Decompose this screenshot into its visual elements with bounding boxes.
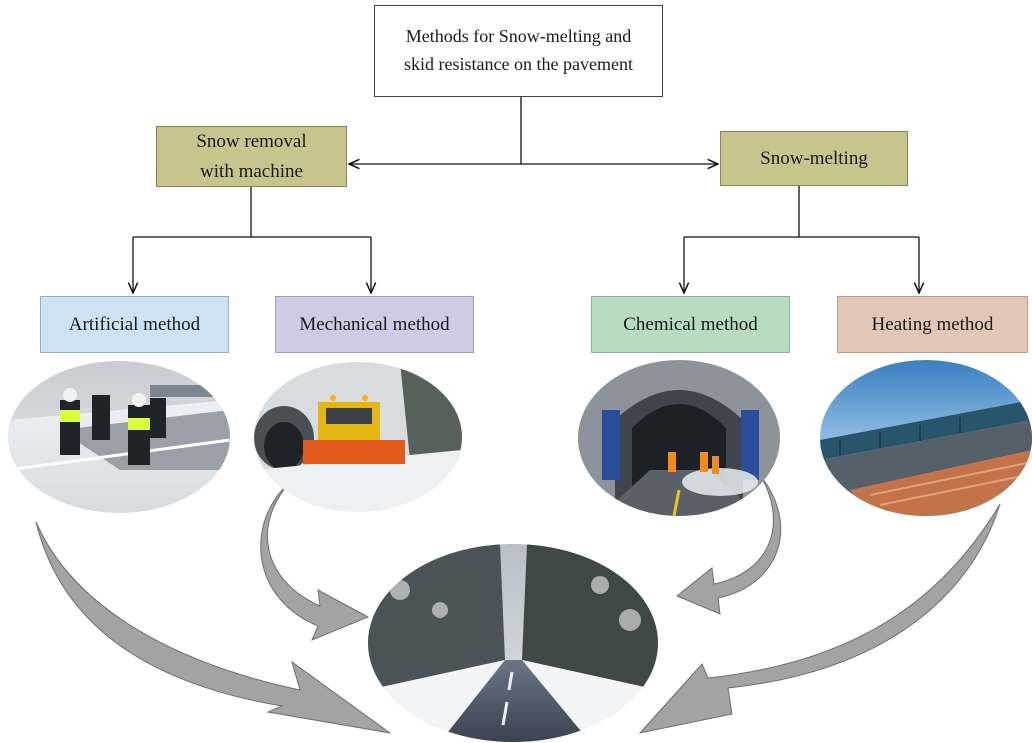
artificial-method-box: Artificial method [40,296,229,353]
photo-heating-method [820,360,1032,516]
snow-melting-label: Snow-melting [760,147,868,169]
mechanical-method-label: Mechanical method [299,313,450,335]
photo-artificial-method [8,361,230,513]
heating-method-box: Heating method [837,296,1028,353]
photo-mechanical-method [254,362,462,512]
artificial-method-label: Artificial method [68,313,201,335]
curved-arrows [35,474,1001,734]
root-title-line2: skid resistance on the pavement [404,54,633,74]
curved-arrow-chemical [676,474,782,615]
curved-arrow-heating [638,503,1001,734]
curved-arrow-mechanical [260,481,370,641]
chemical-method-box: Chemical method [591,296,790,353]
root-title-line1: Methods for Snow-melting and [405,26,632,47]
snow-melting-box: Snow-melting [720,131,908,186]
snow-removal-line1: Snow removal [196,131,307,153]
chemical-method-label: Chemical method [623,313,758,335]
snow-removal-box: Snow removal with machine [156,126,347,187]
snow-removal-line2: with machine [200,160,303,182]
mechanical-method-box: Mechanical method [275,296,474,353]
connector-lines [133,97,919,293]
photo-chemical-method [578,360,780,516]
photo-clear-road [368,544,658,742]
root-title-box: Methods for Snow-melting and skid resist… [374,5,663,97]
heating-method-label: Heating method [871,313,994,335]
curved-arrow-artificial [35,521,391,734]
